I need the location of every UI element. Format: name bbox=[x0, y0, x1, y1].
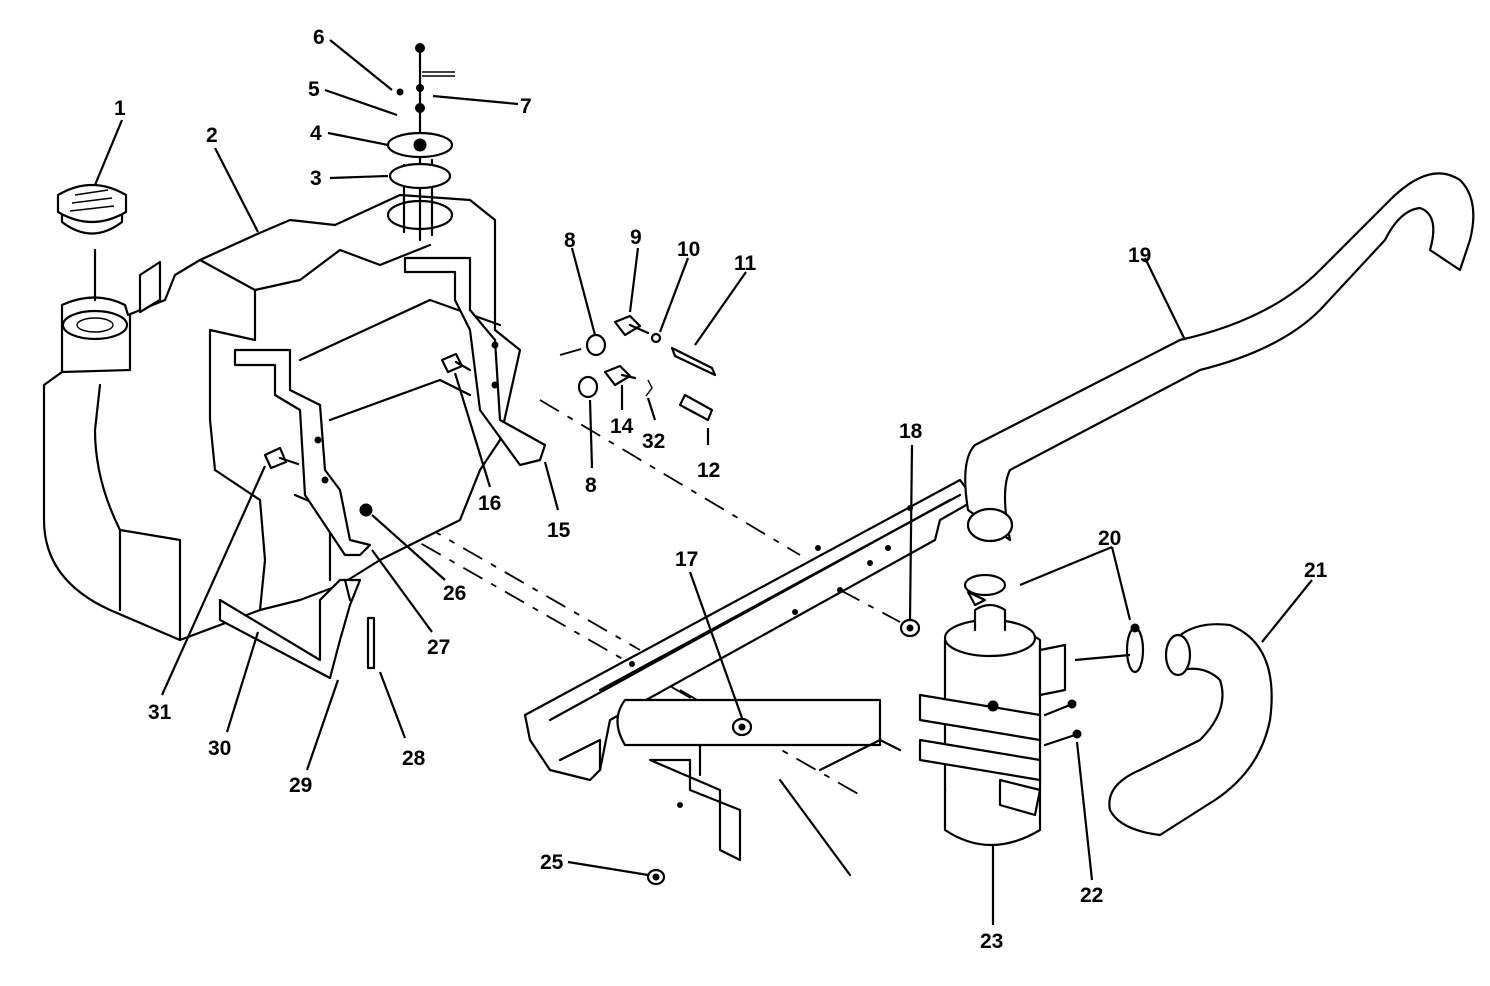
callout-1: 1 bbox=[114, 97, 126, 120]
fuel-line-11 bbox=[670, 346, 717, 377]
callout-17: 17 bbox=[675, 548, 698, 571]
fuel-line-12 bbox=[678, 393, 714, 422]
callout-29: 29 bbox=[289, 774, 312, 797]
screw bbox=[396, 88, 404, 96]
callout-19: 19 bbox=[1128, 244, 1151, 267]
tank-bolts bbox=[263, 352, 472, 517]
fuel-sender-assembly bbox=[386, 43, 455, 242]
frame-rail bbox=[523, 478, 977, 877]
fuel-cap bbox=[56, 184, 128, 302]
callout-8-lower: 8 bbox=[585, 474, 597, 497]
callout-15: 15 bbox=[547, 519, 571, 542]
callout-16: 16 bbox=[478, 492, 501, 515]
callout-12: 12 bbox=[697, 459, 720, 482]
callout-labels: 1 2 3 4 5 6 7 8 8 9 10 11 12 14 15 16 17… bbox=[114, 26, 1328, 953]
leader-lines bbox=[93, 39, 1313, 925]
air-cleaner bbox=[918, 573, 1145, 846]
callout-22: 22 bbox=[1080, 884, 1103, 907]
callout-32: 32 bbox=[642, 430, 665, 453]
bolt-28 bbox=[366, 616, 376, 670]
nuts bbox=[646, 618, 921, 886]
lower-bracket bbox=[218, 578, 376, 680]
callout-3: 3 bbox=[310, 167, 322, 190]
callout-31: 31 bbox=[148, 701, 172, 724]
callout-23: 23 bbox=[980, 930, 1003, 953]
callout-25: 25 bbox=[540, 851, 564, 874]
clamp-20b bbox=[1125, 626, 1145, 674]
callout-28: 28 bbox=[402, 747, 426, 770]
tank-straps bbox=[233, 256, 547, 557]
callout-27: 27 bbox=[427, 636, 450, 659]
clamp-20a bbox=[963, 573, 1007, 597]
callout-20: 20 bbox=[1098, 527, 1121, 550]
callout-4: 4 bbox=[310, 122, 322, 145]
intake-hose-19 bbox=[964, 172, 1475, 543]
nut-26 bbox=[359, 503, 373, 517]
callout-5: 5 bbox=[308, 78, 320, 101]
callout-9: 9 bbox=[630, 226, 642, 249]
callout-2: 2 bbox=[206, 124, 218, 147]
callout-10: 10 bbox=[677, 238, 700, 261]
callout-14: 14 bbox=[610, 415, 634, 438]
callout-30: 30 bbox=[208, 737, 231, 760]
intake-hose-21 bbox=[1108, 623, 1273, 837]
callout-7: 7 bbox=[520, 95, 532, 118]
callout-8-upper: 8 bbox=[564, 229, 576, 252]
gasket bbox=[388, 162, 452, 190]
callout-21: 21 bbox=[1304, 559, 1328, 582]
callout-6: 6 bbox=[313, 26, 325, 49]
fuel-fittings bbox=[577, 314, 717, 422]
callout-26: 26 bbox=[443, 582, 466, 605]
callout-11: 11 bbox=[734, 252, 757, 275]
callout-18: 18 bbox=[899, 420, 923, 443]
